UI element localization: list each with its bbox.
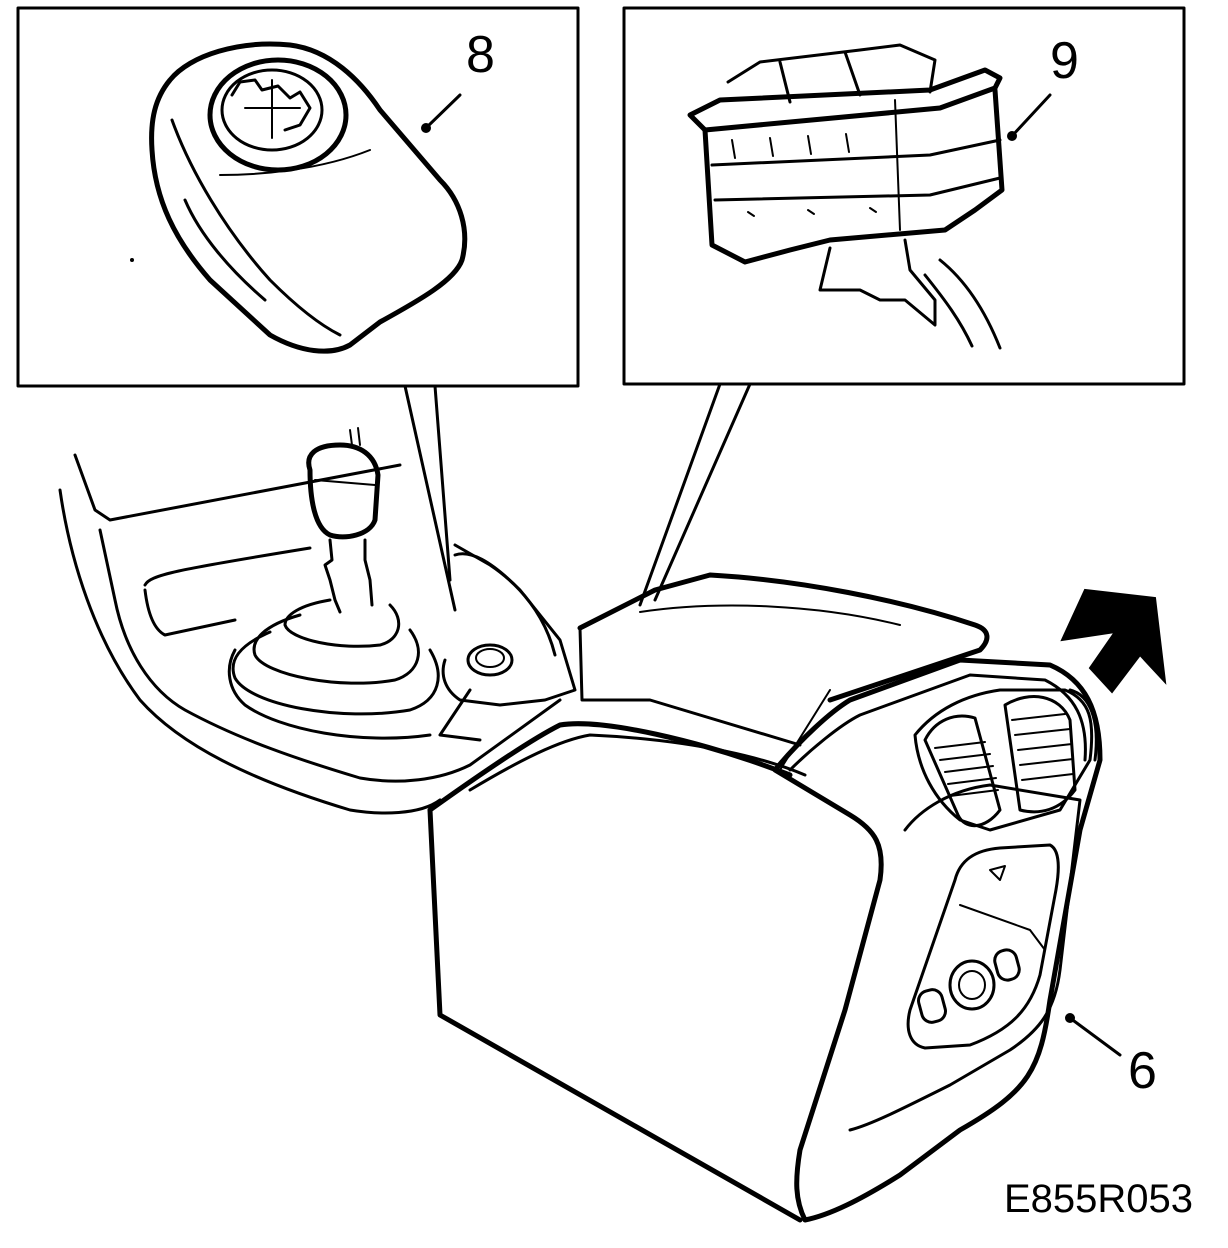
rear-vent-drum-right: [1003, 695, 1077, 814]
rear-vent-housing: [913, 688, 1094, 832]
leader-dot-8: [421, 123, 431, 133]
armrest-lid: [577, 572, 990, 703]
gear-boot-2: [252, 613, 420, 685]
cup-holder-recess: [441, 552, 577, 707]
tunnel-recess: [143, 546, 312, 637]
rear-vent-knob: [1068, 688, 1098, 762]
insert-ring-outer: [207, 57, 349, 173]
callout-label-6: 6: [1128, 1042, 1157, 1100]
console-rear-face: [848, 783, 1082, 1132]
cup-holder-ring: [466, 643, 514, 677]
console-rear-trim-inner: [788, 673, 1087, 772]
switch-flange: [687, 67, 1003, 133]
rear-small-switch-top: [989, 865, 1006, 881]
direction-arrow: [1060, 588, 1167, 694]
inset-pointers: [403, 382, 752, 612]
rear-button-center: [948, 959, 996, 1011]
insert-inner-edge: [170, 118, 342, 337]
insert-ring-inner: [220, 68, 324, 152]
leader-line-9: [1010, 93, 1052, 138]
console-assembly: 6: [58, 427, 1167, 1223]
cup-holder-ring-inner: [475, 648, 505, 668]
gear-shaft-top: [349, 427, 361, 446]
console-rear-trim: [772, 657, 1103, 1223]
console-front-rail: [438, 543, 557, 742]
leader-line-6: [1068, 1016, 1122, 1057]
pointer-8-left: [403, 384, 457, 612]
gear-shaft: [323, 538, 374, 614]
switch-divider: [894, 99, 901, 231]
callout-label-9: 9: [1050, 32, 1079, 90]
switch-wire-2: [923, 273, 974, 348]
gear-boot-3: [231, 630, 440, 716]
pointer-9-left: [638, 382, 722, 607]
insert-side-stripe: [183, 198, 267, 302]
figure-reference-code: E855R053: [1004, 1177, 1193, 1221]
inset-8-frame: [16, 6, 580, 388]
armrest-lid-front: [578, 626, 802, 747]
switch-slots: [731, 133, 877, 217]
cup-holder-insert: [149, 41, 468, 354]
console-box-top-inner: [468, 733, 807, 792]
switch-connector: [818, 238, 937, 327]
switch-wire-1: [938, 258, 1002, 350]
gear-knob-seam: [314, 479, 376, 486]
rear-button-center-inner: [958, 970, 986, 1000]
rear-vent-drum-left: [923, 714, 1002, 828]
tunnel-inner-edge: [73, 453, 402, 522]
insert-ring-cross: [244, 79, 301, 139]
rear-button-right: [993, 948, 1021, 982]
callout-label-8: 8: [466, 26, 495, 84]
insert-ring-teeth: [230, 78, 312, 132]
gear-boot-1: [283, 598, 401, 648]
switch-lower-band: [713, 176, 1002, 202]
leader-dot-6: [1065, 1013, 1075, 1023]
tunnel-outer-edge: [58, 488, 442, 815]
stray-dot: [130, 258, 134, 262]
inset-9-frame: [622, 6, 1186, 386]
leader-dot-9: [1007, 131, 1017, 141]
pointer-9-right: [653, 382, 752, 602]
tunnel-panel: [98, 528, 562, 783]
gear-boot-4: [227, 648, 432, 740]
console-box-left: [427, 807, 803, 1223]
rear-switch-panel: [906, 843, 1060, 1050]
gear-knob: [306, 442, 381, 540]
detail-inset-9: 9: [622, 6, 1186, 386]
rear-switch-panel-inner: [959, 904, 1046, 951]
pointer-8-right: [433, 384, 452, 582]
rear-button-left: [917, 988, 947, 1024]
switch-body: [702, 87, 1005, 265]
switch-mid-band: [710, 138, 1002, 167]
switch-top-buttons: [726, 43, 937, 104]
detail-inset-8: 8: [16, 6, 580, 388]
leader-line-8: [424, 93, 462, 130]
